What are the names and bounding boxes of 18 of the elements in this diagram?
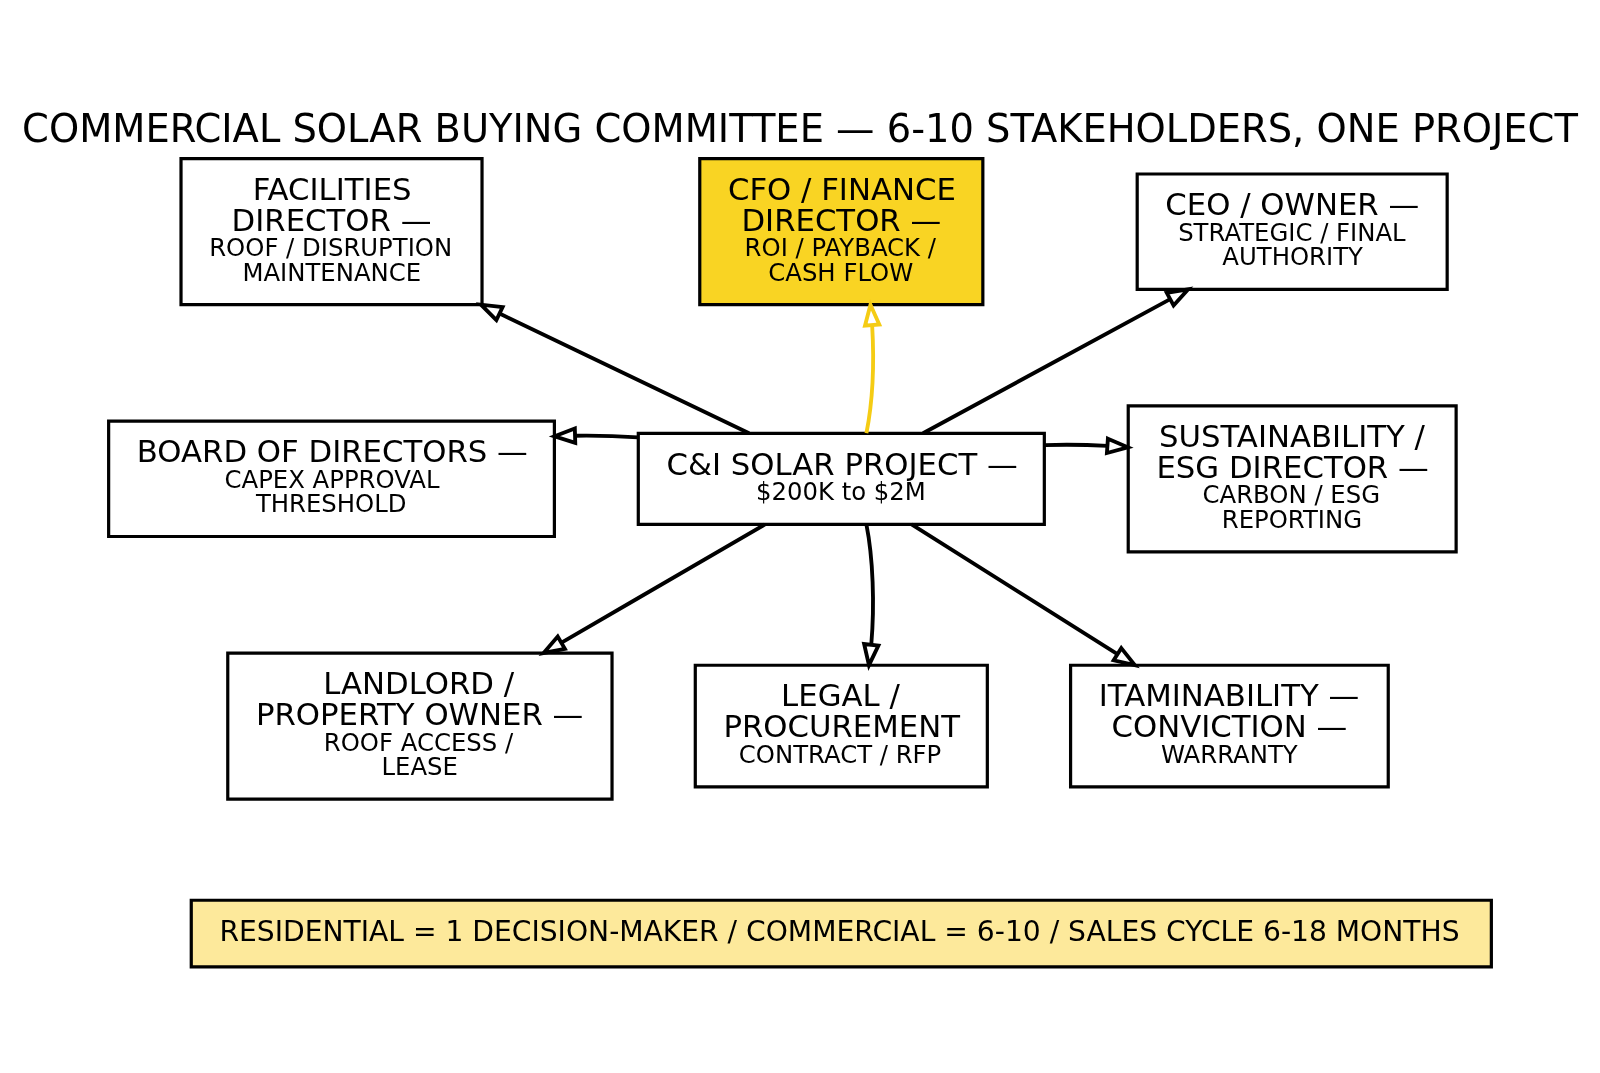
arrow [910, 522, 1140, 669]
arrow [862, 298, 883, 434]
node-box: ITAMINABILITY — CONVICTION — WARRANTY [1069, 663, 1390, 789]
node-box: LANDLORD / PROPERTY OWNER — ROOF ACCESS / LEASE [226, 651, 614, 801]
arrow [1044, 435, 1134, 456]
node-box: SUSTAINABILITY / ESG DIRECTOR — CARBON / ESG REPORTING [1126, 404, 1458, 554]
arrow [922, 286, 1194, 435]
node-box: CEO / OWNER — STRATEGIC / FINAL AUTHORITY [1135, 172, 1449, 291]
node-box: BOARD OF DIRECTORS — CAPEX APPROVAL THRESHOLD [107, 419, 556, 539]
node-box: LEGAL / PROCUREMENT CONTRACT / RFP [693, 663, 989, 789]
node-box: C&I SOLAR PROJECT — $200K to $2M [636, 431, 1046, 526]
diagram-title: COMMERCIAL SOLAR BUYING COMMITTEE — 6-10 STAKEHOLDERS, ONE PROJECT [22, 105, 1578, 151]
node-box: CFO / FINANCE DIRECTOR — ROI / PAYBACK / CASH FLOW [698, 157, 985, 307]
node-box: FACILITIES DIRECTOR — ROOF / DISRUPTION MAINTENANCE [179, 157, 484, 307]
arrow [548, 425, 639, 446]
node-box: RESIDENTIAL = 1 DECISION-MAKER / COMMERCIAL = 6-10 / SALES CYCLE 6-18 MONTHS [189, 898, 1493, 969]
arrow [861, 524, 882, 671]
arrow [538, 522, 766, 656]
